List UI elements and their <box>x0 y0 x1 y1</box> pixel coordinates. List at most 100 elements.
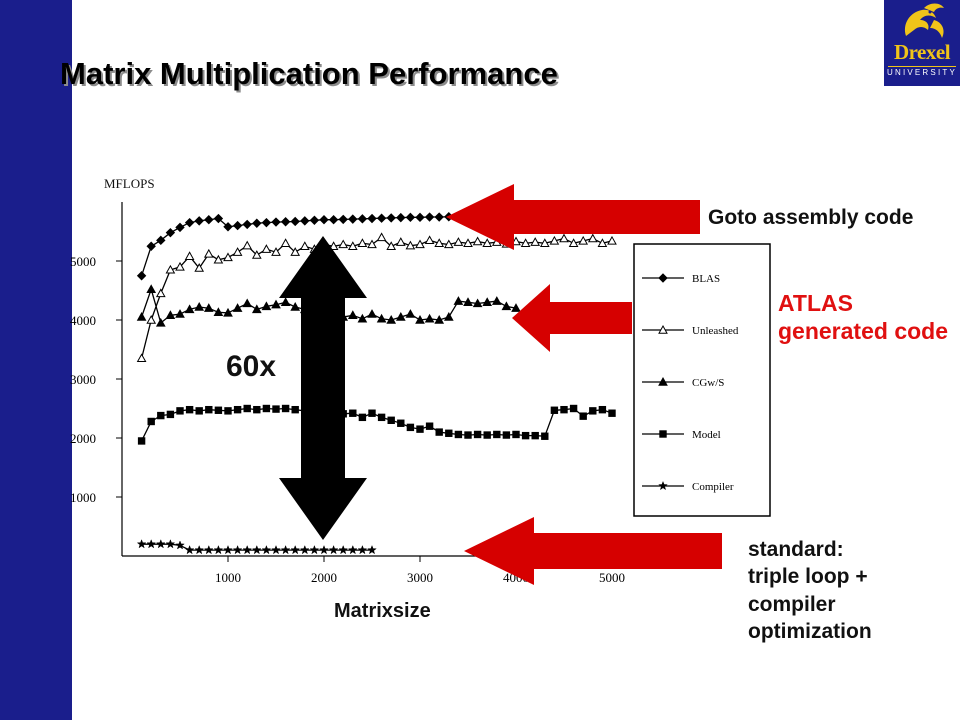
legend-box <box>633 243 771 517</box>
data-point <box>157 411 165 420</box>
data-point <box>424 235 435 245</box>
data-point <box>137 437 146 445</box>
data-point <box>434 238 445 247</box>
x-tick-label: 2000 <box>311 570 337 585</box>
data-point <box>482 238 493 247</box>
data-point <box>232 247 243 256</box>
data-point <box>445 429 453 437</box>
data-point <box>203 248 214 258</box>
data-point <box>155 288 166 298</box>
data-point <box>416 425 424 433</box>
data-point <box>213 213 224 224</box>
data-point <box>549 235 560 245</box>
data-point <box>205 405 213 414</box>
data-point <box>453 296 464 305</box>
data-point <box>424 212 435 222</box>
data-point <box>434 212 444 222</box>
goto-arrow <box>446 184 700 250</box>
data-point <box>338 214 348 225</box>
data-point <box>415 239 425 249</box>
standard-line: standard: <box>748 538 844 561</box>
data-point <box>659 430 667 438</box>
data-point <box>406 423 415 432</box>
data-point <box>357 214 368 224</box>
data-point <box>261 301 272 311</box>
data-point <box>597 238 608 247</box>
data-point <box>598 405 607 414</box>
data-point <box>587 233 598 243</box>
standard-annotation: standard: triple loop + compiler optimiz… <box>748 536 872 645</box>
data-point <box>502 431 511 439</box>
data-point <box>224 407 232 415</box>
data-point <box>213 254 224 264</box>
data-point <box>194 216 204 226</box>
data-point <box>204 214 214 225</box>
data-point <box>501 301 512 311</box>
data-point <box>607 235 617 245</box>
data-point <box>658 324 668 334</box>
data-point <box>194 301 205 311</box>
data-point <box>541 432 549 440</box>
data-point <box>415 314 425 324</box>
data-point <box>213 544 224 555</box>
data-point <box>560 405 568 414</box>
data-point <box>405 309 416 318</box>
data-point <box>472 236 483 246</box>
data-point <box>309 544 320 555</box>
data-point <box>175 222 185 233</box>
data-point <box>482 297 493 306</box>
x-tick-label: 1000 <box>215 570 241 585</box>
data-point <box>300 216 310 226</box>
slide-title: Matrix Multiplication Performance <box>60 56 558 91</box>
data-point <box>146 539 157 549</box>
data-point <box>261 217 272 228</box>
data-point <box>386 241 397 250</box>
data-point <box>493 430 501 439</box>
data-point <box>281 404 290 413</box>
data-point <box>338 544 349 555</box>
data-point <box>175 540 185 550</box>
data-point <box>184 544 195 555</box>
data-point <box>463 297 473 306</box>
data-point <box>165 539 176 549</box>
data-point <box>368 409 376 417</box>
data-point <box>271 299 281 309</box>
data-point <box>299 544 310 555</box>
dragon-icon <box>904 3 944 38</box>
data-point <box>242 298 253 308</box>
data-point <box>608 409 616 417</box>
data-point <box>290 544 301 555</box>
data-point <box>243 404 251 413</box>
data-point <box>347 544 358 555</box>
data-point <box>242 240 253 250</box>
y-tick-label: 3000 <box>70 372 96 387</box>
data-point <box>397 419 405 427</box>
data-point <box>658 273 668 283</box>
data-point <box>242 219 252 230</box>
data-point <box>338 239 349 249</box>
data-point <box>262 404 271 413</box>
data-point <box>223 222 233 232</box>
data-point <box>405 240 416 250</box>
data-point <box>299 241 310 250</box>
data-point <box>232 544 243 555</box>
data-point <box>512 430 520 439</box>
data-point <box>367 239 377 249</box>
y-tick-label: 2000 <box>70 431 96 446</box>
data-point <box>136 353 147 363</box>
data-point <box>328 214 339 225</box>
data-point <box>271 217 281 227</box>
data-point <box>387 416 395 425</box>
standard-line: triple loop + <box>748 565 868 589</box>
data-point <box>253 405 261 414</box>
data-point <box>539 238 550 247</box>
data-point <box>443 312 454 321</box>
data-point <box>213 307 224 317</box>
data-point <box>435 428 443 436</box>
data-point <box>415 212 425 223</box>
data-point <box>530 237 541 246</box>
data-point <box>531 431 539 440</box>
y-tick-label: 4000 <box>70 313 96 328</box>
data-point <box>357 238 368 247</box>
data-point <box>291 405 299 414</box>
